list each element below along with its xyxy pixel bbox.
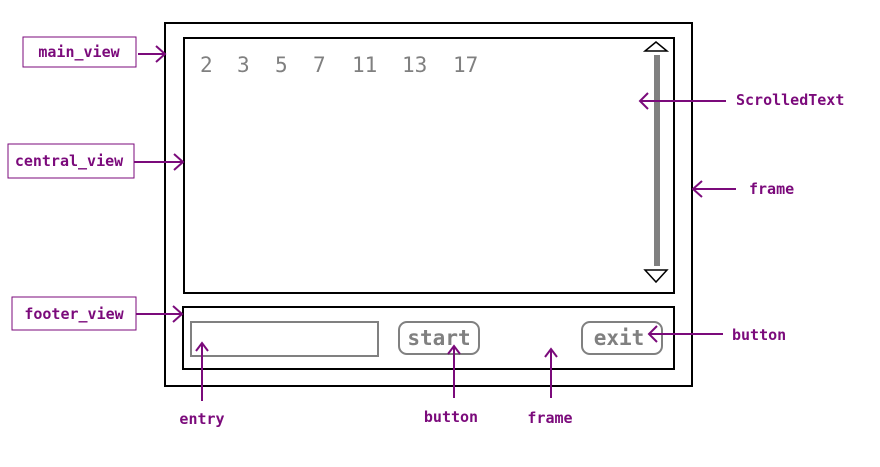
main-view-label: main_view [38,43,120,61]
number-item: 13 [402,53,427,77]
start-button-label: start [407,326,470,350]
scrolled-text-arrow-head [638,92,649,110]
frame-right-label: frame [749,180,794,198]
entry-arrow-head [195,341,209,352]
frame-bottom-label: frame [527,409,572,427]
triangle-up-icon[interactable] [642,41,670,52]
frame-right-arrow-head [691,180,703,198]
number-item: 11 [352,53,377,77]
number-item: 2 [200,53,213,77]
main-view-frame [164,22,693,387]
entry-field[interactable] [190,321,379,357]
annotation-labels: main_view central_view footer_view Scrol… [15,43,845,428]
annotations [7,36,736,401]
footer-view-frame [182,306,675,370]
central-view-frame [183,37,675,294]
button-right-arrow-head [647,325,658,343]
footer-view-label: footer_view [24,305,124,323]
central-view-arrow-head [173,153,185,171]
scrollbar-thumb[interactable] [654,55,660,266]
main-view-label-box [22,36,137,68]
number-item: 7 [313,53,326,77]
triangle-down-icon[interactable] [643,269,669,284]
exit-button[interactable] [581,321,663,355]
central-view-label: central_view [15,152,124,170]
entry-label: entry [179,410,224,428]
number-item: 3 [237,53,250,77]
scrolled-text-label: ScrolledText [736,91,844,109]
start-button[interactable] [398,321,480,355]
scrolled-text-content: 2 3 5 7 11 13 17 [200,53,478,77]
main-view-arrow-head [155,45,167,63]
button-bottom-label: button [424,408,478,426]
button-right-label: button [732,326,786,344]
button-bottom-arrow-head [447,344,461,355]
number-item: 17 [453,53,478,77]
number-item: 5 [275,53,288,77]
footer-view-arrow-head [172,305,184,323]
exit-button-label: exit [594,326,645,350]
frame-bottom-arrow-head [544,347,558,358]
